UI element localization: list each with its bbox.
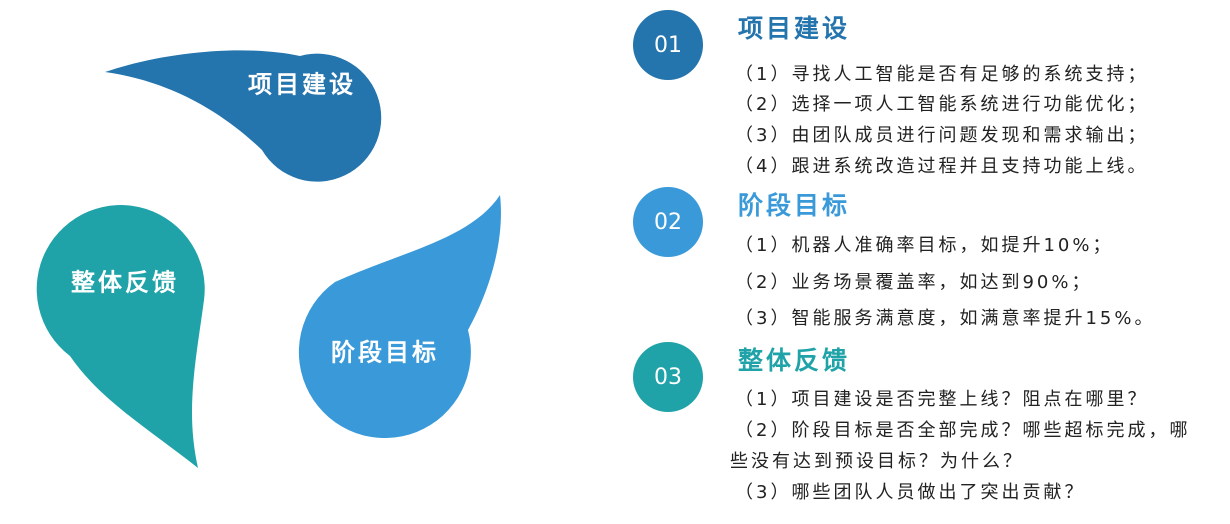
section-title: 项目建设 xyxy=(738,14,851,43)
drop-goals xyxy=(298,195,501,439)
drop-label-feedback: 整体反馈 xyxy=(71,268,179,297)
section-number-02: 02 xyxy=(633,187,703,257)
section-number-03: 03 xyxy=(633,342,703,412)
list-item: （2）业务场景覆盖率，如达到90%； xyxy=(735,272,1093,293)
list-item: （3）由团队成员进行问题发现和需求输出； xyxy=(735,125,1149,146)
list-item: （1）机器人准确率目标，如提升10%； xyxy=(735,235,1114,256)
list-item: （2）选择一项人工智能系统进行功能优化； xyxy=(735,94,1149,115)
list-item: 些没有达到预设目标？为什么？ xyxy=(730,451,1024,472)
list-item: （3）哪些团队人员做出了突出贡献？ xyxy=(735,482,1086,503)
drop-label-goals: 阶段目标 xyxy=(331,338,439,367)
list-item: （3）智能服务满意度，如满意率提升15%。 xyxy=(735,308,1156,329)
list-item: （4）跟进系统改造过程并且支持功能上线。 xyxy=(735,156,1149,177)
section-title: 整体反馈 xyxy=(738,346,851,375)
list-item: （2）阶段目标是否全部完成？哪些超标完成，哪 xyxy=(735,420,1191,441)
drop-project xyxy=(105,50,382,182)
section-number-01: 01 xyxy=(633,10,703,80)
section-title: 阶段目标 xyxy=(738,191,851,220)
drop-feedback xyxy=(36,205,205,469)
drop-label-project: 项目建设 xyxy=(248,70,356,99)
list-item: （1）项目建设是否完整上线？阻点在哪里？ xyxy=(735,389,1149,410)
list-item: （1）寻找人工智能是否有足够的系统支持； xyxy=(735,64,1149,85)
